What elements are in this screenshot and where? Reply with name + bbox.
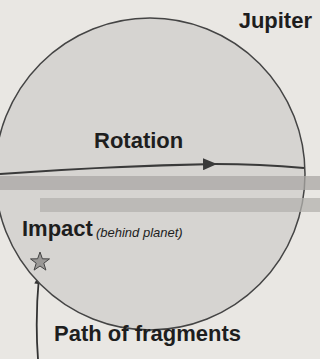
planet-name: Jupiter xyxy=(239,8,312,34)
path-label: Path of fragments xyxy=(54,321,241,347)
fragment-arrow xyxy=(37,276,39,359)
planet-disc xyxy=(0,18,305,330)
impact-band xyxy=(0,176,320,190)
planet-drawing xyxy=(0,0,320,340)
impact-note: (behind planet) xyxy=(96,225,183,240)
impact-star xyxy=(31,252,50,270)
impact-band xyxy=(40,198,320,212)
rotation-label: Rotation xyxy=(94,128,183,154)
impact-label: Impact xyxy=(22,216,93,242)
planet-circle: JupiterRotationImpact(behind planet) xyxy=(0,0,320,340)
rotation-line xyxy=(215,164,304,168)
rotation-arrow xyxy=(0,164,215,174)
